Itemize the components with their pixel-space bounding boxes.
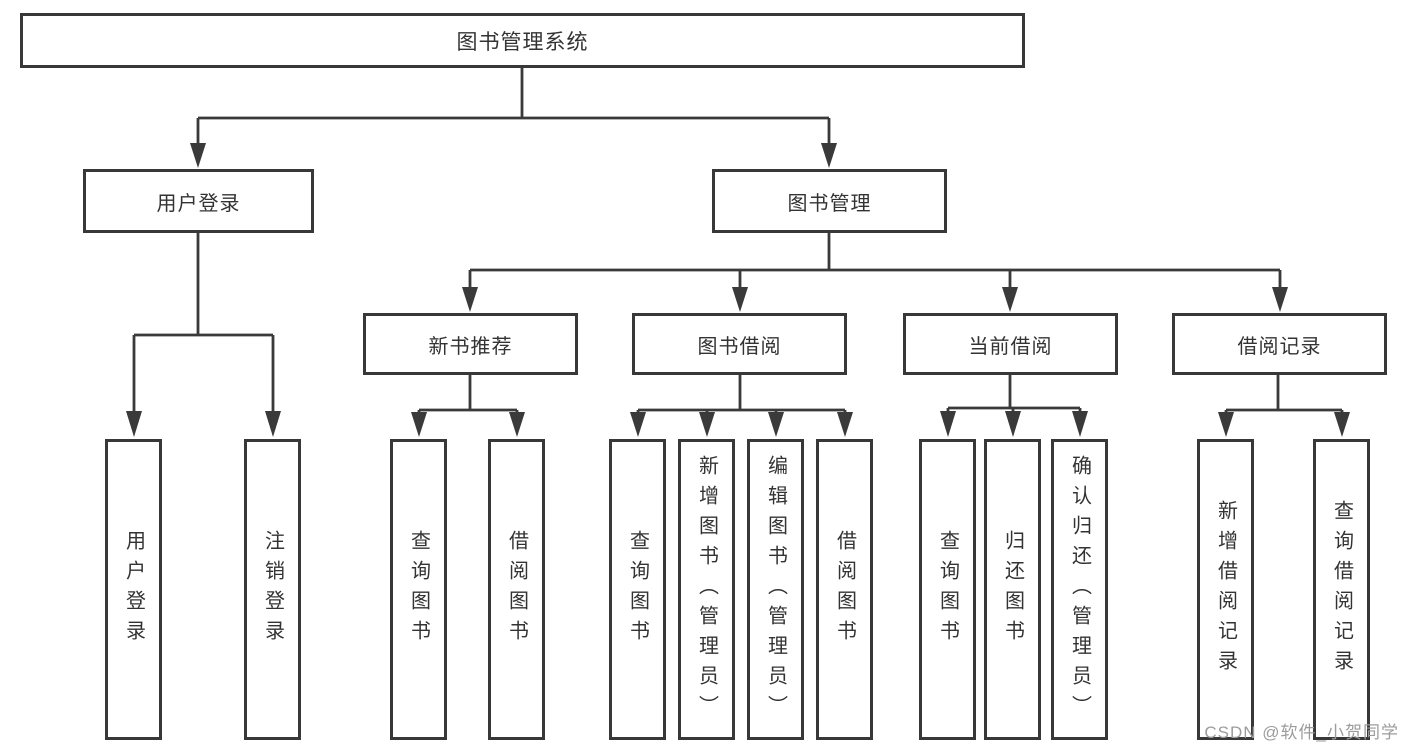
leaf-add-books-admin: 新增图书（管理员） [678, 439, 735, 740]
watermark-text: CSDN @软件_小贺同学 [1204, 723, 1399, 742]
node-label: 新书推荐 [428, 335, 513, 358]
leaf-user-login: 用户登录 [105, 439, 162, 740]
leaf-logout-login: 注销登录 [244, 439, 301, 740]
leaf-label: 借阅图书 [505, 529, 528, 650]
leaf-label: 借阅图书 [833, 529, 856, 650]
node-new-book-recommend: 新书推荐 [363, 313, 578, 375]
node-book-borrow: 图书借阅 [632, 313, 847, 375]
leaf-query-borrow-record: 查询借阅记录 [1313, 439, 1370, 740]
leaf-borrow-books-recommend: 借阅图书 [488, 439, 545, 740]
node-label: 用户登录 [156, 192, 241, 215]
node-label: 图书借阅 [697, 335, 782, 358]
node-current-borrow: 当前借阅 [903, 313, 1118, 375]
leaf-label: 归还图书 [1001, 529, 1024, 650]
leaf-label: 确认归还（管理员） [1068, 454, 1091, 725]
leaf-query-books-borrow: 查询图书 [609, 439, 666, 740]
node-label: 当前借阅 [968, 335, 1053, 358]
leaf-label: 用户登录 [122, 529, 145, 650]
leaf-confirm-return-admin: 确认归还（管理员） [1051, 439, 1108, 740]
leaf-label: 注销登录 [261, 529, 284, 650]
leaf-return-books: 归还图书 [984, 439, 1041, 740]
root-node-label: 图书管理系统 [456, 30, 589, 54]
connector-borrow-records-to-leaves [1218, 375, 1350, 437]
leaf-add-borrow-record: 新增借阅记录 [1197, 439, 1254, 740]
leaf-label: 新增图书（管理员） [695, 454, 718, 725]
node-borrow-records: 借阅记录 [1172, 313, 1387, 375]
connector-current-borrow-to-leaves [940, 375, 1088, 437]
node-library-management-system: 图书管理系统 [20, 13, 1025, 68]
leaf-label: 新增借阅记录 [1214, 499, 1237, 680]
connector-book-borrow-to-leaves [630, 375, 853, 437]
leaf-label: 查询图书 [407, 529, 430, 650]
leaf-query-books-current: 查询图书 [919, 439, 976, 740]
leaf-label: 查询图书 [626, 529, 649, 650]
node-book-management: 图书管理 [712, 169, 947, 233]
leaf-edit-books-admin: 编辑图书（管理员） [747, 439, 804, 740]
leaf-label: 查询图书 [936, 529, 959, 650]
leaf-label: 查询借阅记录 [1330, 499, 1353, 680]
leaf-borrow-books: 借阅图书 [816, 439, 873, 740]
watermark: CSDN @软件_小贺同学 [1204, 718, 1399, 743]
connector-root-to-level2 [190, 68, 837, 168]
node-label: 图书管理 [787, 192, 872, 215]
connector-new-book-recommend-to-leaves [411, 375, 525, 437]
connector-book-management-to-level3 [462, 233, 1288, 312]
connector-user-login-to-leaves [126, 233, 281, 437]
leaf-query-books-recommend: 查询图书 [390, 439, 447, 740]
leaf-label: 编辑图书（管理员） [764, 454, 787, 725]
node-label: 借阅记录 [1237, 335, 1322, 358]
node-user-login: 用户登录 [83, 169, 314, 233]
